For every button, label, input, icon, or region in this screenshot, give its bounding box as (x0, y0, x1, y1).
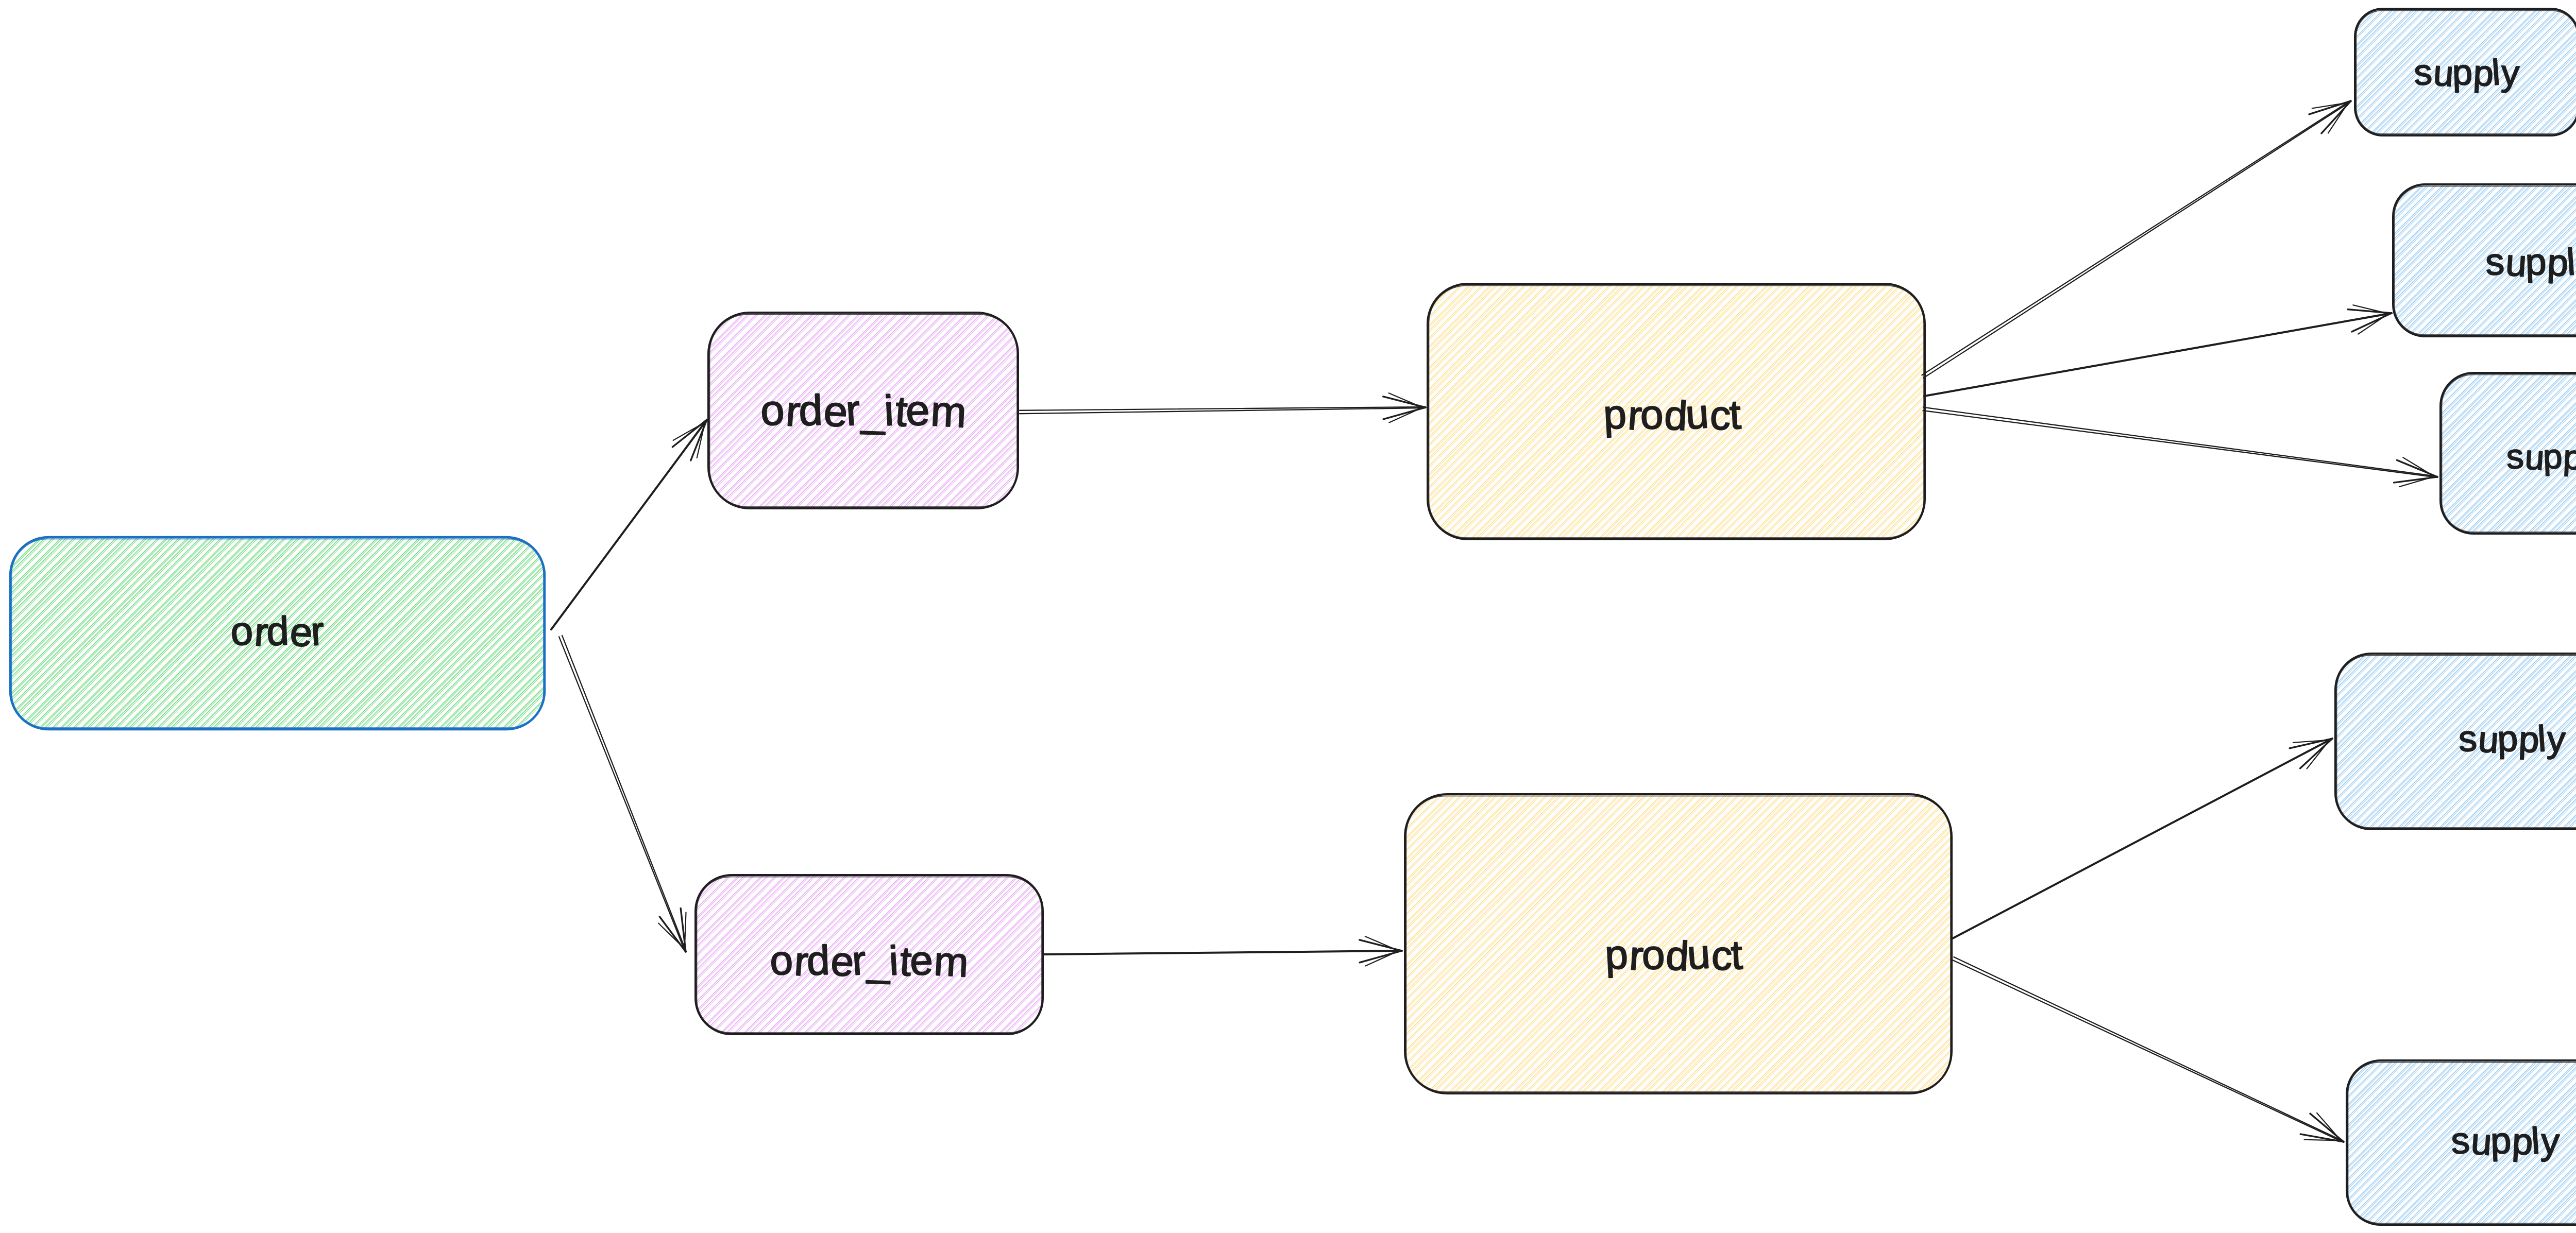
svg-text:order: order (229, 608, 326, 655)
svg-text:supply: supply (2413, 52, 2520, 94)
svg-text:supply: supply (2505, 437, 2576, 477)
svg-text:supply: supply (2450, 1120, 2561, 1163)
svg-text:product: product (1604, 931, 1744, 979)
svg-text:product: product (1602, 390, 1742, 439)
svg-text:supply: supply (2458, 718, 2566, 761)
svg-text:order_item: order_item (759, 386, 968, 437)
svg-text:order_item: order_item (769, 937, 970, 986)
svg-text:supply: supply (2484, 241, 2576, 285)
